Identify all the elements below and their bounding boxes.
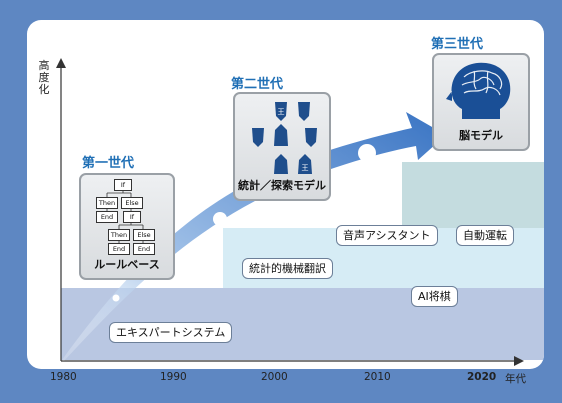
shogi-piece-icon — [298, 102, 310, 121]
y-axis-char: 高 — [38, 59, 50, 72]
x-tick-2020: 2020 — [467, 371, 497, 383]
flow-end-node: End — [96, 211, 118, 223]
flow-end-node: End — [133, 243, 155, 255]
rule-based-caption: ルールベース — [94, 258, 160, 271]
rule-based-box: If Then Else End If Then Else End End ルー… — [79, 173, 175, 280]
milestone-dot-2 — [213, 212, 227, 226]
y-axis-arrowhead — [56, 58, 66, 68]
y-axis-label: 高 度 化 — [38, 60, 50, 96]
milestone-dot-3 — [358, 144, 376, 162]
brain-model-caption: 脳モデル — [459, 129, 503, 142]
shogi-piece-glyph: 王 — [302, 164, 309, 172]
x-tick-2010: 2010 — [364, 371, 391, 383]
flow-else-node: Else — [133, 229, 155, 241]
shogi-piece-icon — [274, 124, 288, 146]
brain-model-box: 脳モデル — [432, 53, 530, 151]
shogi-piece-icon — [305, 128, 317, 147]
statistical-search-box: 王 王 統計／探索モデル — [233, 92, 331, 201]
flow-then-node: Then — [96, 197, 118, 209]
shogi-piece-glyph: 王 — [278, 108, 285, 116]
flow-else-node: Else — [121, 197, 143, 209]
brain-head-icon — [446, 62, 511, 119]
statistical-search-caption: 統計／探索モデル — [238, 179, 326, 192]
shogi-board-icon: 王 王 — [252, 102, 317, 174]
x-axis-unit: 年代 — [505, 373, 526, 385]
shogi-piece-icon — [298, 154, 312, 174]
x-tick-1980: 1980 — [50, 371, 77, 383]
era-band-deep — [402, 162, 544, 228]
voice-assistant-label: 音声アシスタント — [336, 225, 438, 246]
milestone-dot-1 — [112, 294, 120, 302]
machine-translation-label: 統計的機械翻訳 — [242, 258, 333, 279]
x-tick-1990: 1990 — [160, 371, 187, 383]
flow-if-node: If — [114, 179, 132, 191]
y-axis-char: 度 — [38, 71, 50, 84]
x-axis-arrowhead — [514, 356, 524, 366]
second-generation-title: 第二世代 — [231, 77, 284, 92]
third-generation-title: 第三世代 — [431, 37, 484, 52]
flow-if-node: If — [123, 211, 141, 223]
y-axis-char: 化 — [38, 83, 50, 96]
first-generation-title: 第一世代 — [82, 156, 135, 171]
shogi-piece-icon — [274, 154, 288, 174]
x-tick-2000: 2000 — [261, 371, 288, 383]
shogi-piece-icon — [275, 102, 287, 121]
flow-end-node: End — [108, 243, 130, 255]
autonomous-driving-label: 自動運転 — [456, 225, 514, 246]
growth-arrow-icon — [62, 112, 446, 361]
shogi-piece-icon — [252, 128, 264, 147]
flow-then-node: Then — [108, 229, 130, 241]
ai-shogi-label: AI将棋 — [411, 286, 458, 307]
expert-system-label: エキスパートシステム — [109, 322, 233, 343]
